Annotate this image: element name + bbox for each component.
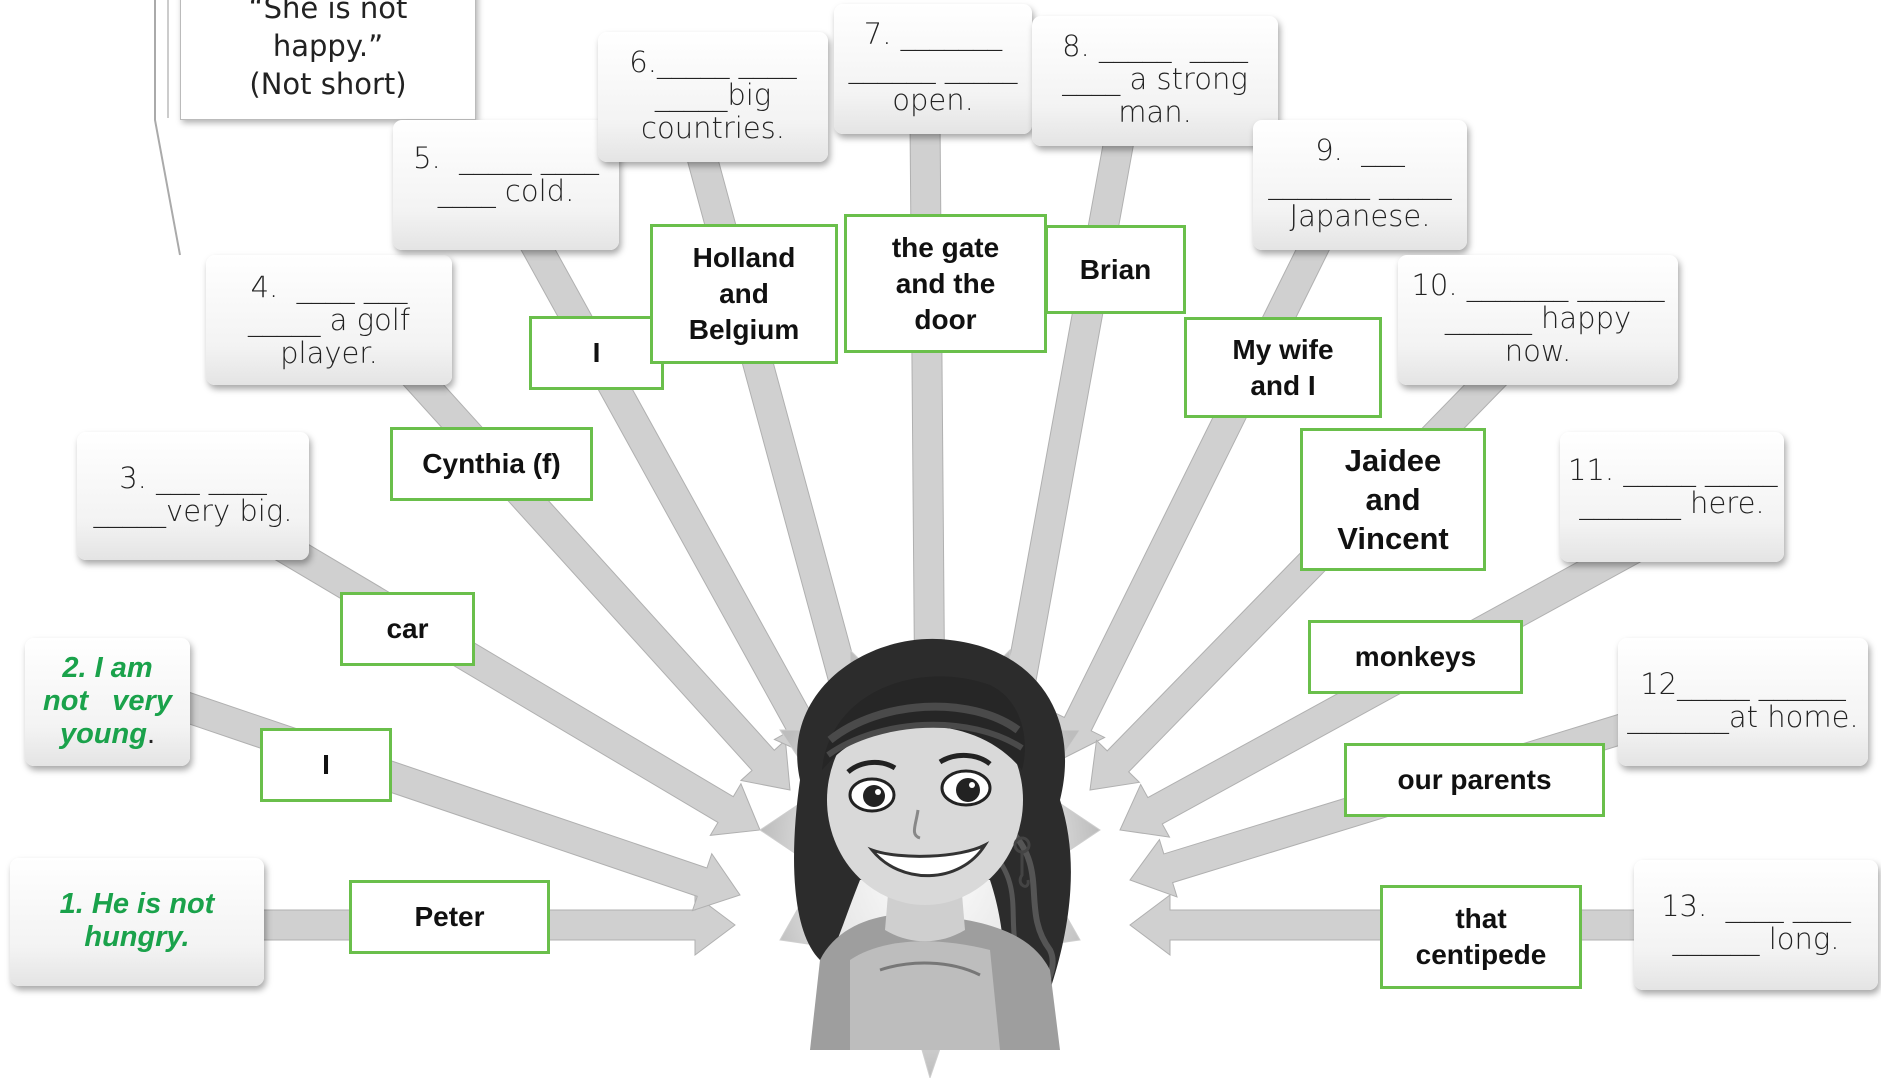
card-8-line-1: 8. _____ ____ [1062,29,1248,63]
card-6-line-3: countries. [641,111,785,145]
exercise-card-3: 3. ___ ____ _____very big. [77,432,309,560]
subject-centipede: that centipede [1380,885,1582,989]
card-10-line-2: ______ happy [1444,301,1632,335]
exercise-card-12: 12_____ ______ _______at home. [1618,638,1868,766]
exercise-card-9: 9. ___ _______ _____ Japanese. [1253,120,1467,250]
subject-our-parents-text: our parents [1397,764,1552,795]
subject-centipede-text: that centipede [1415,903,1547,970]
subject-brian-text: Brian [1079,253,1152,285]
subject-gate-door-text: the gate and the door [891,231,1000,335]
card-11-line-2: _______ here. [1579,486,1765,520]
card-5-line-2: ____ cold. [437,174,575,208]
card-1-line-2: hungry. [84,921,190,953]
subject-i-card-2: I [260,728,392,802]
card-6-line-1: 6._____ ____ [629,45,797,79]
subject-monkeys: monkeys [1308,620,1523,694]
subject-peter-text: Peter [414,901,485,932]
card-8-line-2: ____ a strong [1062,62,1248,96]
subject-brian: Brian [1045,225,1186,314]
subject-my-wife-text: My wife and I [1232,333,1334,401]
exercise-card-2: 2. I am not very young. [25,638,190,766]
subject-i-5-text: I [592,337,601,368]
card-2-line-2: not very [43,685,172,717]
card-4-line-3: player. [280,336,378,370]
subject-monkeys-text: monkeys [1354,641,1477,672]
card-13-line-2: ______ long. [1672,922,1840,956]
card-4-line-2: _____ a golf [247,303,411,337]
instruction-pointer [154,0,181,256]
subject-jaidee-vincent-text: Jaidee and Vincent [1337,443,1449,556]
exercise-card-7: 7. _______ ______ _____ open. [834,4,1032,134]
subject-cynthia-text: Cynthia (f) [422,448,561,479]
subject-i-2-text: I [322,749,330,780]
card-6-line-2: _____big [654,78,772,112]
card-7-line-1: 7. _______ [863,17,1003,51]
woman-portrait-icon [794,638,1071,1050]
exercise-card-10: 10. _______ ______ ______ happy now. [1398,255,1678,385]
card-7-line-3: open. [892,83,974,117]
card-9-line-3: Japanese. [1289,199,1431,233]
card-12-line-2: _______at home. [1627,700,1859,734]
mouth [867,841,990,878]
subject-car: car [340,592,475,666]
exercise-card-4: 4. ____ ___ _____ a golf player. [206,255,452,385]
card-13-line-1: 13. ____ ____ [1661,889,1851,923]
card-9-line-2: _______ _____ [1268,166,1452,200]
subject-our-parents: our parents [1344,743,1605,817]
instruction-line-3: (Not short) [249,67,407,101]
card-4-line-1: 4. ____ ___ [250,270,408,304]
exercise-card-1: 1. He is not hungry. [10,858,264,986]
card-10-line-1: 10. _______ ______ [1411,268,1665,302]
instruction-line-1: “She is not [248,0,408,25]
subject-car-text: car [386,613,429,644]
exercise-card-13: 13. ____ ____ ______ long. [1634,860,1878,990]
exercise-card-5: 5. _____ ____ ____ cold. [393,120,619,250]
card-1-line-1: 1. He is not [59,888,215,920]
card-8-line-3: man. [1118,95,1192,129]
card-9-line-1: 9. ___ [1315,133,1405,167]
card-2-period: . [146,718,156,750]
card-11-line-1: 11. _____ _____ [1568,453,1778,487]
exercise-card-8: 8. _____ ____ ____ a strong man. [1032,16,1278,146]
instruction-card: “She is not happy.” (Not short) [180,0,476,120]
subject-holland-belgium: Holland and Belgium [650,224,838,364]
exercise-card-11: 11. _____ _____ _______ here. [1560,432,1784,562]
instruction-line-2: happy.” [272,29,384,63]
subject-peter: Peter [349,880,550,954]
card-2-line-3: young [59,718,147,750]
subject-gate-door: the gate and the door [844,214,1047,353]
subject-holland-belgium-text: Holland and Belgium [688,242,800,345]
card-12-line-1: 12_____ ______ [1640,667,1846,701]
exercise-card-6: 6._____ ____ _____big countries. [598,32,828,162]
card-3-line-1: 3. ___ ____ [119,461,267,495]
subject-jaidee-vincent: Jaidee and Vincent [1300,428,1486,571]
subject-i-card-5: I [529,316,664,390]
subject-my-wife: My wife and I [1184,317,1382,418]
card-5-line-1: 5. _____ ____ [413,141,599,175]
card-3-line-2: _____very big. [93,494,293,528]
subject-cynthia: Cynthia (f) [390,427,593,501]
card-10-line-3: now. [1504,334,1572,368]
card-7-line-2: ______ _____ [848,50,1018,84]
card-2-line-1: 2. I am [62,652,153,684]
